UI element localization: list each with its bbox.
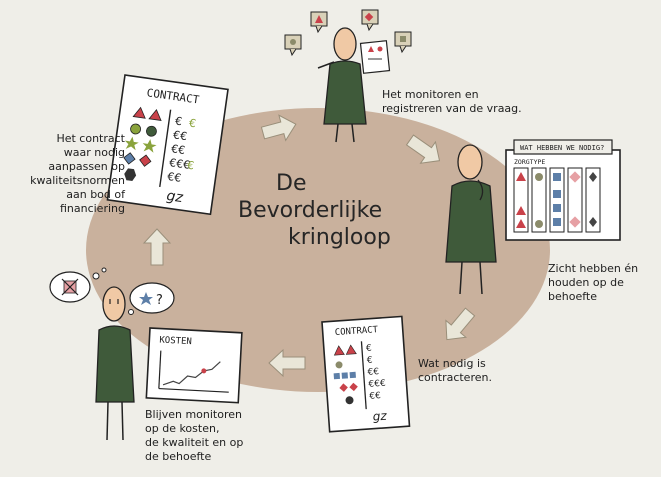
step-label-3: Wat nodig is contracteren.	[418, 357, 492, 384]
star-icon	[124, 136, 139, 151]
cost-chart: KOSTEN	[145, 327, 243, 404]
speech-icon-2	[310, 11, 328, 34]
cycle-arrow-5	[142, 228, 172, 266]
svg-text:€: €	[174, 114, 183, 128]
cycle-title-line-1: De	[276, 171, 307, 196]
contract-bottom-signature: gz	[372, 409, 388, 424]
cost-chart-heading: KOSTEN	[159, 336, 192, 348]
svg-text:€: €	[366, 356, 373, 366]
cycle-arrow-4	[268, 348, 306, 378]
svg-text:€: €	[186, 159, 195, 173]
svg-text:€€: €€	[367, 367, 379, 378]
cycle-arrow-1	[260, 114, 297, 142]
svg-text:€€€: €€€	[168, 156, 191, 172]
board-subheading: ZORGTYPE	[514, 158, 545, 166]
svg-text:€€: €€	[170, 142, 186, 157]
speech-icon-3	[361, 9, 379, 32]
cycle-title-line-3: kringloop	[288, 225, 391, 250]
contract-bottom-heading: CONTRACT	[334, 325, 379, 338]
figure-thinking	[445, 144, 497, 295]
speech-icon-1	[284, 34, 302, 57]
step-label-2: Zicht hebben én houden op de behoefte	[548, 262, 639, 303]
svg-text:€€: €€	[172, 128, 188, 143]
needs-board: WAT HEBBEN WE NODIG? ZORGTYPE	[505, 139, 621, 241]
speech-icon-4	[394, 31, 412, 54]
svg-text:€€: €€	[369, 391, 381, 402]
step-label-4: Blijven monitoren op de kosten, de kwali…	[145, 408, 244, 463]
figure-monitor	[284, 9, 412, 143]
board-heading: WAT HEBBEN WE NODIG?	[520, 144, 604, 152]
cycle-arrow-2	[405, 134, 441, 164]
step-label-5: Het contract waar nodig aanpassen op kwa…	[30, 132, 125, 215]
step-label-1: Het monitoren en registreren van de vraa…	[382, 88, 522, 115]
svg-text:€: €	[188, 116, 197, 130]
cycle-title-line-2: Bevorderlijke	[238, 198, 383, 223]
contract-top: CONTRACT € €€ €€ €€€ €€ € € gz	[106, 74, 229, 216]
cycle-title: De Bevorderlijke kringloop	[238, 170, 398, 251]
svg-text:€€€: €€€	[368, 379, 386, 390]
contract-bottom: CONTRACT € € €€ €€€ €€ gz	[321, 315, 411, 433]
question-icon: ?	[156, 293, 163, 308]
svg-text:€€: €€	[166, 170, 182, 185]
svg-text:€: €	[366, 344, 373, 354]
cycle-arrow-3	[445, 307, 476, 341]
contract-top-signature: gz	[165, 188, 184, 206]
figure-reflecting: ?	[49, 267, 175, 441]
